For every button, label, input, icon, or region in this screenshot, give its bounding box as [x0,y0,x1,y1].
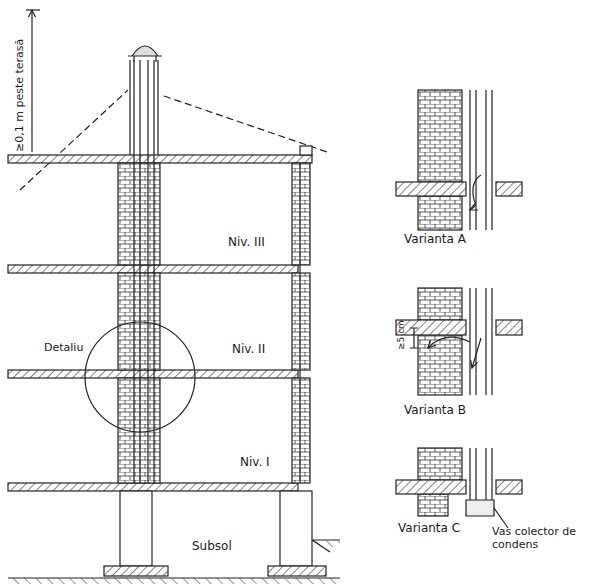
part-label: Subsol [192,540,232,554]
dimension-label: ≥5 cm [396,320,406,350]
part-label: Niv. II [232,343,265,357]
part-label: Vas colector de condens [492,526,588,551]
part-label: Varianta C [398,522,460,536]
part-label: Detaliu [44,342,83,355]
part-label: Niv. III [228,236,265,250]
dimension-label: ≥0,1 m peste terasă [14,39,27,152]
part-label: Varianta A [404,233,466,247]
part-label: Niv. I [240,456,270,470]
part-label: Varianta B [404,404,466,418]
